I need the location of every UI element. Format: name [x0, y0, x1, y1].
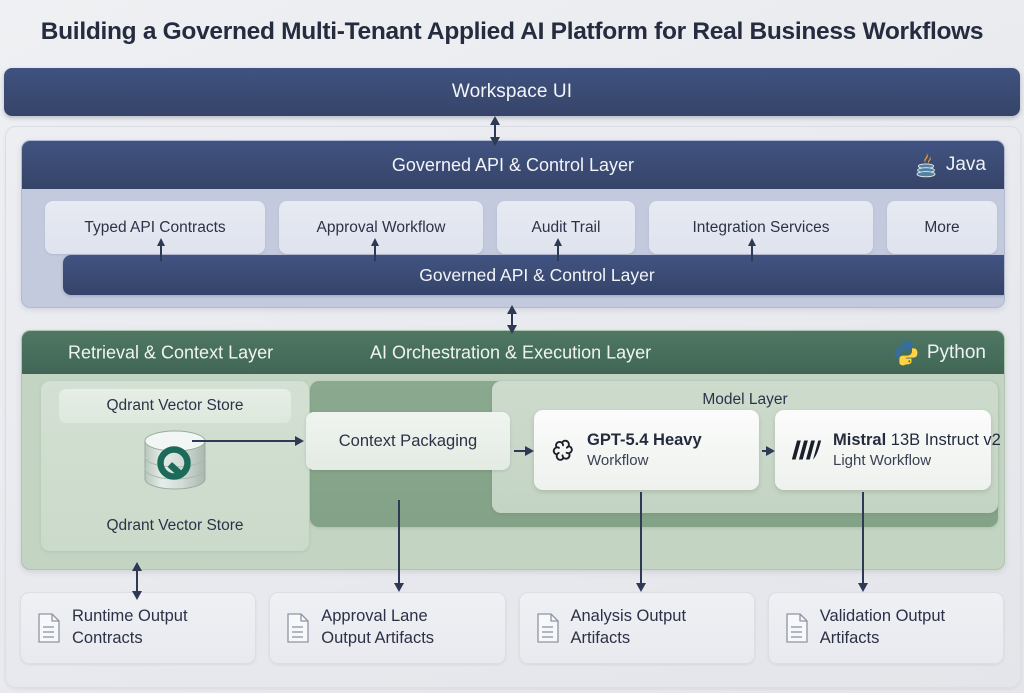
model-card-text: Mistral 13B Instruct v2 Light Workflow	[833, 430, 1001, 470]
arrowhead-right-icon	[525, 446, 534, 456]
output-card-line2: Output Artifacts	[321, 629, 435, 647]
arrowhead-down-icon	[507, 325, 518, 334]
model-subtitle: Workflow	[587, 451, 649, 469]
output-card-line1: Validation Output	[819, 607, 946, 626]
qdrant-database-icon	[138, 429, 212, 491]
model-name-bold: Mistral	[833, 430, 887, 449]
output-card-text: Runtime Output Contracts	[72, 606, 188, 650]
model-name-line: Mistral 13B Instruct v2	[833, 431, 1001, 449]
model-name-line: GPT-5.4 Heavy	[587, 431, 702, 449]
arrow-to-runtime-output	[132, 562, 143, 600]
output-card-approval-lane-output-artifacts[interactable]: Approval Lane Output Artifacts	[269, 592, 506, 664]
arrow-to-analysis-output	[636, 492, 647, 592]
qdrant-vector-store-title: Qdrant Vector Store	[59, 389, 291, 423]
arrowhead-up-icon	[156, 238, 165, 246]
arrow-gpt-to-mistral	[762, 446, 775, 456]
api-layer-footer-bar[interactable]: Governed API & Control Layer	[63, 255, 1004, 295]
model-name-bold: GPT-5.4 Heavy	[587, 430, 702, 449]
arrowhead-up-icon	[747, 238, 756, 246]
feature-card-label: Audit Trail	[531, 218, 601, 236]
retrieval-context-layer-title: Retrieval & Context Layer	[68, 342, 274, 362]
context-packaging-card[interactable]: Context Packaging	[306, 412, 510, 470]
output-card-text: Approval Lane Output Artifacts	[321, 606, 434, 650]
output-artifacts-row: Runtime Output Contracts Approval Lane O…	[20, 592, 1004, 664]
arrow-footer-to-approval-workflow	[370, 238, 379, 261]
arrowhead-up-icon	[553, 238, 562, 246]
output-card-line2: Artifacts	[570, 629, 631, 647]
mistral-icon	[789, 437, 823, 463]
feature-card-integration-services[interactable]: Integration Services	[649, 201, 873, 254]
output-card-text: Validation Output Artifacts	[820, 606, 945, 650]
feature-card-audit-trail[interactable]: Audit Trail	[497, 201, 635, 254]
workspace-ui-label: Workspace UI	[451, 81, 573, 102]
java-icon	[914, 151, 938, 179]
arrowhead-right-icon	[295, 436, 304, 446]
feature-card-label: Approval Workflow	[316, 218, 446, 236]
python-label: Python	[926, 341, 986, 363]
model-layer-title: Model Layer	[702, 391, 788, 408]
java-label: Java	[945, 154, 986, 175]
java-tech-badge: Java	[914, 151, 986, 179]
model-card-text: GPT-5.4 Heavy Workflow	[587, 430, 745, 470]
output-card-line2: Contracts	[72, 629, 143, 647]
ai-layer-header: Retrieval & Context Layer AI Orchestrati…	[22, 331, 1004, 374]
output-card-validation-output-artifacts[interactable]: Validation Output Artifacts	[767, 592, 1004, 664]
arrow-qdrant-to-context	[192, 436, 304, 446]
feature-card-typed-api-contracts[interactable]: Typed API Contracts	[45, 201, 265, 254]
arrowhead-up-icon	[507, 305, 518, 314]
arrow-workspace-to-api	[490, 116, 501, 146]
arrowhead-down-icon	[394, 583, 405, 592]
model-name-rest: 13B Instruct v2	[886, 430, 1001, 449]
arrowhead-down-icon	[858, 583, 869, 592]
feature-card-approval-workflow[interactable]: Approval Workflow	[279, 201, 483, 254]
qdrant-vector-store-label: Qdrant Vector Store	[106, 517, 244, 534]
arrowhead-down-icon	[132, 591, 143, 600]
openai-icon	[548, 436, 577, 465]
arrow-to-validation-output	[858, 492, 869, 592]
output-card-line1: Analysis Output	[570, 607, 687, 626]
feature-card-label: More	[924, 218, 960, 236]
document-icon	[37, 613, 61, 643]
retrieval-context-panel: Qdrant Vector Store	[41, 381, 309, 551]
model-card-mistral[interactable]: Mistral 13B Instruct v2 Light Workflow	[775, 410, 1001, 490]
api-layer-header: Governed API & Control Layer Java	[22, 141, 1004, 189]
arrowhead-up-icon	[132, 562, 143, 571]
document-icon	[785, 613, 809, 643]
arrowhead-down-icon	[636, 583, 647, 592]
api-layer-footer-title: Governed API & Control Layer	[419, 264, 655, 285]
api-layer-header-title: Governed API & Control Layer	[391, 154, 635, 175]
arrow-footer-to-audit-trail	[553, 238, 562, 261]
feature-card-more[interactable]: More	[887, 201, 997, 254]
api-feature-card-row: Typed API Contracts Approval Workflow Au…	[45, 201, 997, 254]
document-icon	[536, 613, 560, 643]
page-title: Building a Governed Multi-Tenant Applied…	[40, 18, 984, 45]
workspace-ui-bar[interactable]: Workspace UI	[4, 68, 1020, 116]
arrowhead-up-icon	[490, 116, 501, 125]
context-packaging-label: Context Packaging	[338, 431, 478, 450]
arrowhead-up-icon	[370, 238, 379, 246]
model-subtitle: Light Workflow	[833, 451, 932, 469]
output-card-line1: Approval Lane	[321, 607, 428, 626]
arrow-api-to-ai-layer	[507, 305, 518, 334]
governed-api-control-layer: Governed API & Control Layer Java	[21, 140, 1005, 308]
arrow-to-approval-lane-output	[394, 500, 405, 592]
output-card-runtime-output-contracts[interactable]: Runtime Output Contracts	[20, 592, 257, 664]
ai-layer-header-title: AI Orchestration & Execution Layer	[370, 342, 652, 362]
feature-card-label: Integration Services	[692, 218, 830, 236]
output-card-line2: Artifacts	[819, 629, 880, 647]
document-icon	[286, 613, 310, 643]
arrow-footer-to-integration-services	[747, 238, 756, 261]
arrowhead-down-icon	[490, 137, 501, 146]
python-tech-badge: Python	[893, 340, 986, 366]
model-card-gpt[interactable]: GPT-5.4 Heavy Workflow	[534, 410, 759, 490]
output-card-analysis-output-artifacts[interactable]: Analysis Output Artifacts	[518, 592, 755, 664]
feature-card-label: Typed API Contracts	[84, 218, 226, 236]
output-card-line1: Runtime Output	[72, 607, 188, 626]
output-card-text: Analysis Output Artifacts	[571, 606, 687, 650]
arrowhead-right-icon	[766, 446, 775, 456]
arrow-footer-to-typed-api-contracts	[156, 238, 165, 261]
arrow-context-to-gpt	[514, 446, 534, 456]
python-icon	[893, 340, 919, 366]
